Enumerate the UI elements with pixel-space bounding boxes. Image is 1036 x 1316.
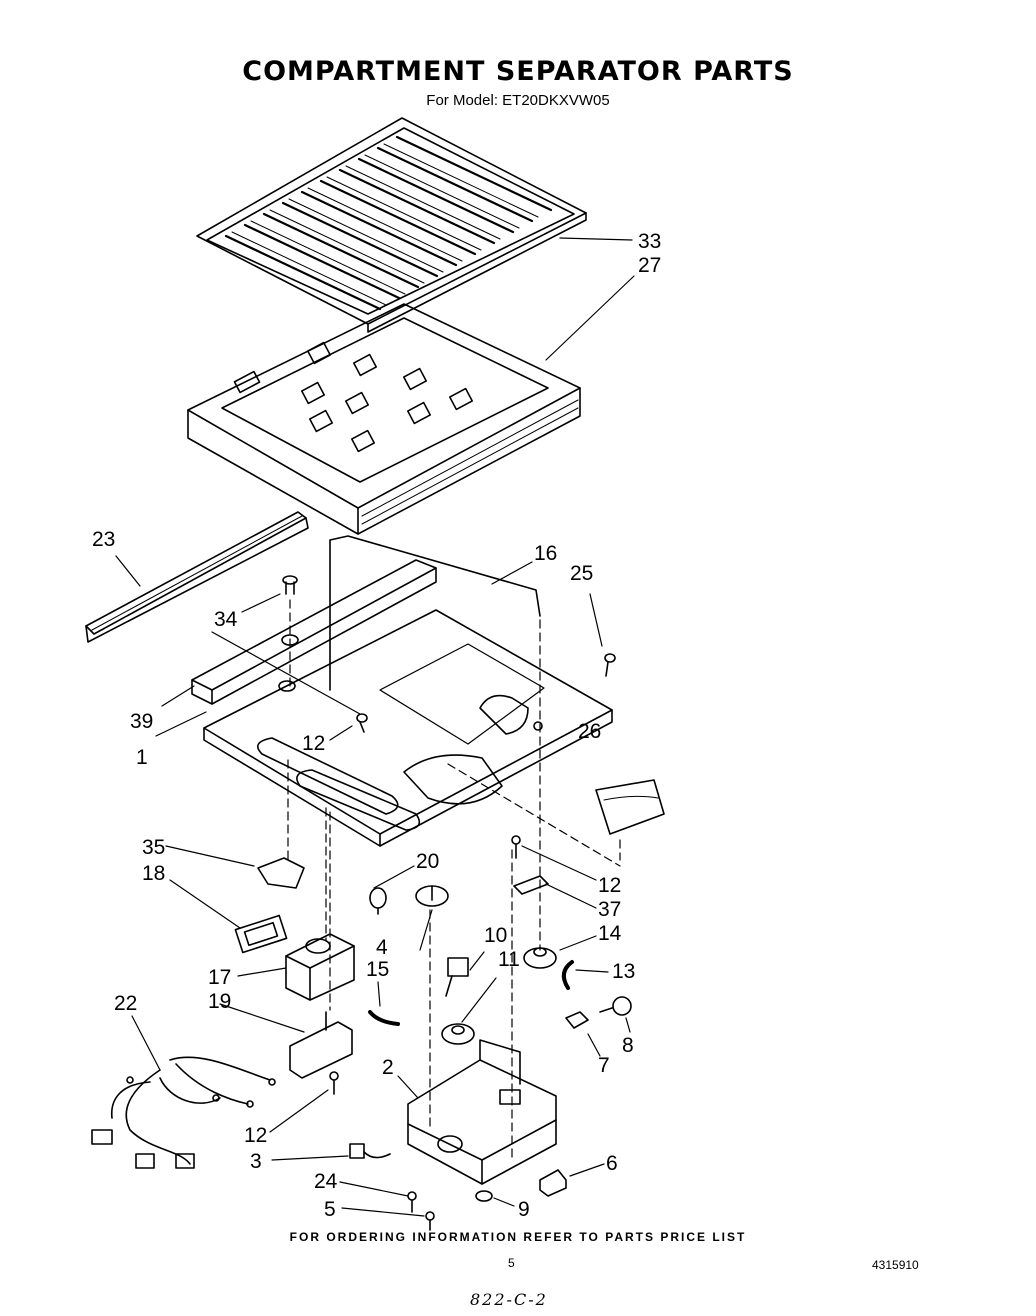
part-26-baffle: [595, 779, 665, 835]
callout-6: 6: [606, 1152, 618, 1175]
callout-5: 5: [324, 1198, 336, 1221]
callout-26: 26: [578, 720, 601, 743]
callout-12-low: 12: [244, 1124, 267, 1147]
callout-4: 4: [376, 936, 388, 959]
callout-14: 14: [598, 922, 622, 945]
callout-22: 22: [114, 992, 137, 1015]
part-3-terminal: [349, 1143, 391, 1159]
callout-12-mid: 12: [598, 874, 621, 897]
part-35-knob: [257, 857, 305, 889]
callout-27: 27: [638, 254, 661, 277]
part-12-screw-top: [356, 713, 368, 733]
document-number: 4315910: [872, 1258, 919, 1272]
part-4-damper: [415, 885, 449, 907]
callout-9: 9: [518, 1198, 530, 1221]
part-37-bracket: [513, 875, 549, 895]
part-12-screw-mid: [511, 835, 521, 859]
callout-33: 33: [638, 230, 661, 253]
part-12-screw-low: [329, 1071, 339, 1095]
part-33-shelf-grille: [196, 117, 587, 333]
page-title: COMPARTMENT SEPARATOR PARTS: [242, 56, 794, 87]
callout-8: 8: [622, 1034, 634, 1057]
part-34-screw: [282, 575, 298, 595]
callout-11: 11: [498, 948, 520, 971]
callout-37: 37: [598, 898, 621, 921]
part-27-separator-frame: [187, 303, 581, 535]
part-24-screw: [407, 1191, 417, 1213]
part-1-base-panel: [203, 609, 613, 847]
part-25-plug: [604, 653, 616, 677]
part-9-grommet: [475, 1190, 493, 1202]
callout-7: 7: [598, 1054, 610, 1077]
assembly-lines: [287, 599, 621, 1161]
part-7-switch: [565, 1011, 589, 1029]
part-11-gasket: [441, 1023, 475, 1045]
part-15-tube: [368, 1010, 400, 1026]
callout-23: 23: [92, 528, 115, 551]
part-13-lead: [561, 960, 574, 990]
part-22-wire-harness: [91, 1056, 276, 1169]
callout-12-top: 12: [302, 732, 325, 755]
callout-24: 24: [314, 1170, 338, 1193]
callout-16: 16: [534, 542, 557, 565]
page-number: 5: [508, 1256, 515, 1270]
callout-numbers: 33 27 23 16 25 34 39 1 12 26 35 18 20 12…: [92, 230, 661, 1221]
callout-15: 15: [366, 958, 389, 981]
leader-lines: [115, 237, 635, 1217]
ordering-note: FOR ORDERING INFORMATION REFER TO PARTS …: [289, 1230, 747, 1244]
callout-39: 39: [130, 710, 153, 733]
callout-1: 1: [136, 746, 148, 769]
callout-34: 34: [214, 608, 238, 631]
callout-2: 2: [382, 1056, 394, 1079]
part-20-clip: [369, 887, 387, 915]
part-23-trim-strip: [85, 511, 309, 643]
part-17-control-housing: [285, 933, 355, 1001]
part-14-socket: [523, 947, 557, 969]
handwritten-note: 822-C-2: [470, 1290, 548, 1309]
callout-18: 18: [142, 862, 165, 885]
callout-19: 19: [208, 990, 231, 1013]
callout-13: 13: [612, 960, 635, 983]
callout-35: 35: [142, 836, 165, 859]
callout-17: 17: [208, 966, 231, 989]
part-10-thermostat: [445, 957, 469, 997]
part-39-duct: [191, 559, 437, 705]
callout-3: 3: [250, 1150, 262, 1173]
part-6-plug: [539, 1169, 567, 1197]
part-2-housing: [407, 1039, 557, 1185]
part-18-bezel: [234, 914, 288, 954]
callout-20: 20: [416, 850, 439, 873]
callout-25: 25: [570, 562, 593, 585]
part-5-screw: [425, 1211, 435, 1231]
callout-10: 10: [484, 924, 507, 947]
part-16-heater-loop: [329, 535, 541, 691]
part-19-bracket: [289, 1011, 353, 1079]
part-8-bulb: [599, 996, 632, 1016]
model-subtitle: For Model: ET20DKXVW05: [426, 92, 610, 109]
